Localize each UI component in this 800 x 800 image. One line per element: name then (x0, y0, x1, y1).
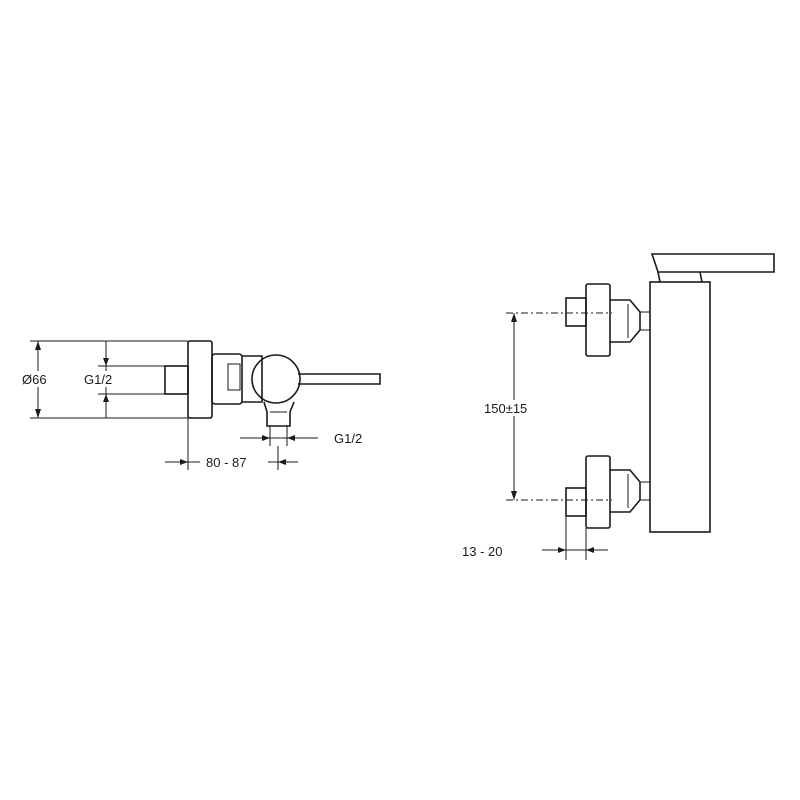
inlet-thread-label: G1/2 (84, 372, 112, 387)
upper-nut (610, 299, 641, 343)
lever-handle (298, 373, 381, 385)
center-arrow-top (511, 313, 517, 322)
center-arrow-bottom (511, 491, 517, 500)
outlet-thread-label: G1/2 (334, 431, 362, 446)
outlet-arrow-left (262, 435, 270, 441)
offset-arrow-right (586, 547, 594, 553)
offset-label: 13 - 20 (462, 544, 502, 559)
mixer-body (242, 355, 263, 403)
lever-neck (657, 271, 703, 283)
upper-flange (585, 283, 611, 357)
lever-top (650, 253, 775, 273)
connector-nut (211, 353, 243, 405)
center-distance-label: 150±15 (484, 401, 527, 416)
dia-arrow-top (35, 341, 41, 350)
connector-nut-inner (227, 363, 241, 391)
depth-arrow-left (180, 459, 188, 465)
outlet-nozzle (263, 401, 295, 427)
depth-arrow-right (278, 459, 286, 465)
inlet-pipe (164, 365, 189, 395)
lower-pipe (565, 487, 587, 517)
front-view: 150±15 13 - 20 (462, 253, 775, 560)
depth-label: 80 - 87 (206, 455, 246, 470)
diameter-label: Ø66 (22, 372, 47, 387)
outlet-arrow-right (287, 435, 295, 441)
lower-flange (585, 455, 611, 529)
lower-nut (610, 469, 641, 513)
offset-arrow-left (558, 547, 566, 553)
dia-arrow-bottom (35, 409, 41, 418)
mixer-body-front (649, 281, 711, 533)
inlet-arrow-top (103, 358, 109, 366)
cartridge-circle (251, 354, 301, 404)
side-view: Ø66 G1/2 G1/2 80 - 87 (18, 340, 381, 470)
inlet-arrow-bottom (103, 394, 109, 402)
upper-pipe (565, 297, 587, 327)
wall-flange (187, 340, 213, 419)
